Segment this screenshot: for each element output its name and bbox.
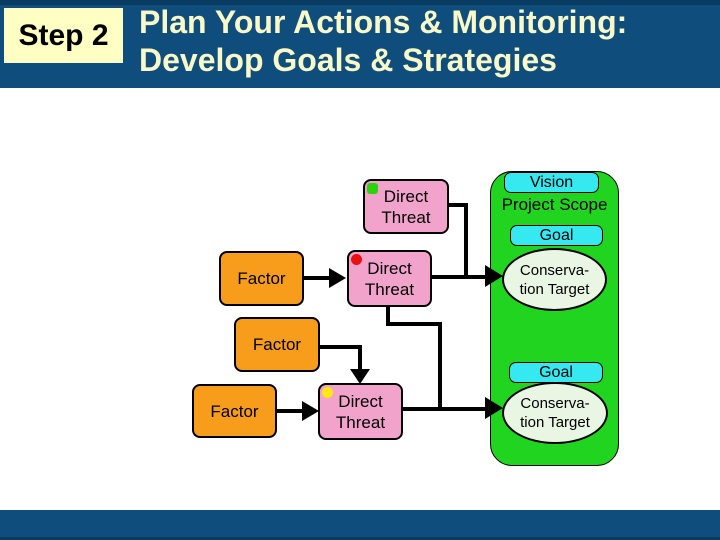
goal-box-bottom: Goal xyxy=(509,362,603,383)
results-chain-panel: Vision Project Scope Goal Conserva-tion … xyxy=(490,171,619,466)
factor-box-1: Factor xyxy=(219,251,304,306)
arrowhead-factor1-threat2-icon xyxy=(329,268,346,288)
connector-factor3-threat3-line xyxy=(276,409,304,413)
connector-factor2-threat3-vline xyxy=(358,345,362,371)
arrowhead-target2-icon xyxy=(485,397,503,419)
yellow-status-dot-icon xyxy=(322,387,333,398)
connector-factor2-threat3-hline xyxy=(319,345,362,349)
vision-box: Vision xyxy=(504,172,599,193)
connector-threat1-vline xyxy=(464,203,468,279)
connector-threat2-target1-line xyxy=(431,275,486,279)
header-band: Step 2 Plan Your Actions & Monitoring: D… xyxy=(0,0,720,88)
green-status-dot-icon xyxy=(367,183,378,194)
conservation-target-label: Conserva-tion Target xyxy=(520,395,590,431)
direct-threat-label: Direct Threat xyxy=(335,391,386,432)
footer-bottom-edge xyxy=(0,537,720,540)
connector-threat3-target2-line xyxy=(402,407,486,411)
direct-threat-label: Direct Threat xyxy=(381,186,431,227)
connector-factor1-threat2-line xyxy=(303,276,333,280)
conservation-target-ellipse-top: Conserva-tion Target xyxy=(502,248,607,311)
factor-box-3: Factor xyxy=(192,384,277,438)
connector-threat2-elbow-v1 xyxy=(386,306,390,326)
arrowhead-factor3-threat3-icon xyxy=(302,401,319,421)
project-scope-label: Project Scope xyxy=(501,195,608,214)
conservation-target-label: Conserva-tion Target xyxy=(519,261,590,298)
factor-box-2: Factor xyxy=(234,317,320,372)
direct-threat-label: Direct Threat xyxy=(364,258,415,299)
connector-threat1-hline xyxy=(448,203,468,207)
factor-label: Factor xyxy=(237,269,286,288)
arrowhead-factor2-threat3-icon xyxy=(350,369,370,384)
direct-threat-box-2: Direct Threat xyxy=(347,250,432,307)
direct-threat-box-1: Direct Threat xyxy=(363,179,449,234)
direct-threat-box-3: Direct Threat xyxy=(318,383,403,440)
factor-label: Factor xyxy=(210,401,259,421)
footer-band xyxy=(0,510,720,540)
connector-threat2-elbow-h xyxy=(386,322,442,326)
conservation-target-ellipse-bottom: Conserva-tion Target xyxy=(502,382,608,444)
arrowhead-target1-icon xyxy=(485,265,503,287)
slide-title: Plan Your Actions & Monitoring: Develop … xyxy=(139,3,627,79)
goal-box-top: Goal xyxy=(510,225,603,246)
factor-label: Factor xyxy=(252,335,302,354)
connector-threat2-elbow-v2 xyxy=(438,322,442,411)
header-top-edge xyxy=(0,0,720,5)
red-status-dot-icon xyxy=(351,254,362,265)
slide-title-line1: Plan Your Actions & Monitoring: xyxy=(139,4,628,40)
step-badge: Step 2 xyxy=(4,8,123,63)
slide-title-line2: Develop Goals & Strategies xyxy=(139,42,557,78)
